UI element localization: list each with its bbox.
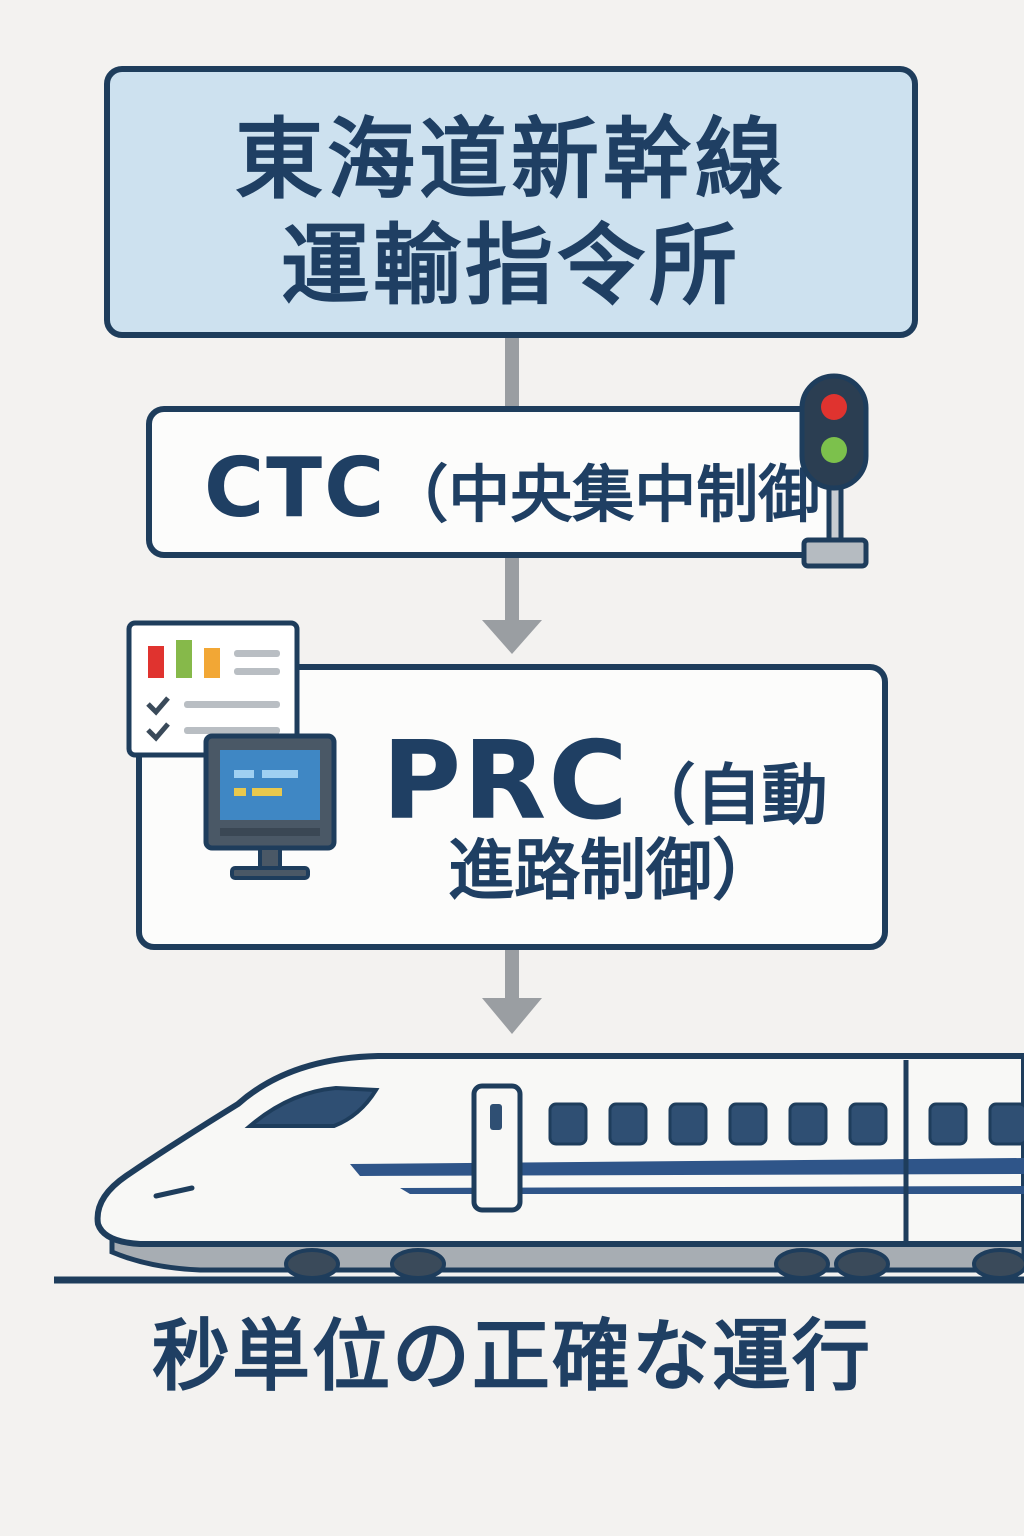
dispatch-center-box: 東海道新幹線 運輸指令所 [104, 66, 918, 338]
prc-label-line1: PRC（自動 [382, 728, 828, 836]
monitor-icon [203, 733, 337, 880]
ctc-label: CTC（中央集中制御 [204, 448, 820, 530]
traffic-signal-icon [799, 373, 869, 569]
ctc-abbr: CTC [204, 441, 387, 536]
prc-full-name-part1: （自動 [629, 757, 828, 834]
shinkansen-train-icon [54, 1053, 1024, 1284]
connector-title-to-ctc [505, 338, 519, 408]
prc-abbr: PRC [382, 719, 630, 844]
caption: 秒単位の正確な運行 [151, 1312, 872, 1402]
connector-ctc-to-prc [505, 558, 519, 620]
dispatch-center-title-line2: 運輸指令所 [280, 214, 741, 317]
ctc-full-name: （中央集中制御 [386, 458, 821, 531]
arrow-head-ctc-to-prc [482, 620, 542, 654]
ctc-box: CTC（中央集中制御 [146, 406, 836, 558]
arrow-head-prc-to-train [482, 998, 542, 1034]
dispatch-center-title-line1: 東海道新幹線 [234, 108, 787, 211]
prc-full-name-part2: 進路制御） [448, 832, 778, 909]
connector-prc-to-train [505, 950, 519, 998]
